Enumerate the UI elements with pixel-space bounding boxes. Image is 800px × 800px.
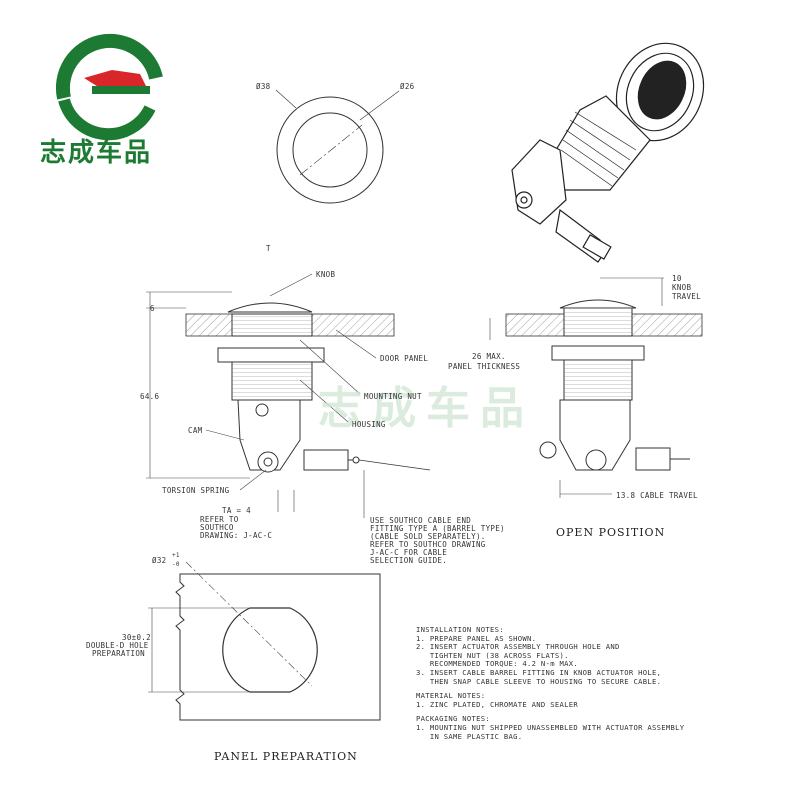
ta-line2: REFER TO <box>200 515 239 524</box>
mounting-nut-label: MOUNTING NUT <box>364 392 422 401</box>
cam-label: CAM <box>188 426 203 435</box>
dim-top-label: 6 <box>150 304 155 313</box>
open-position-view <box>505 277 703 498</box>
housing-label: HOUSING <box>352 420 386 429</box>
installation-note-1: 1. PREPARE PANEL AS SHOWN. <box>416 633 537 643</box>
panel-dia-label: Ø32 <box>152 556 167 565</box>
inner-diameter-label: Ø26 <box>400 82 415 91</box>
cable-note-line5: J-AC-C FOR CABLE <box>370 548 448 557</box>
panel-preparation-view <box>148 561 381 721</box>
knob-3d-illustration <box>511 42 705 263</box>
material-notes-title: MATERIAL NOTES: <box>416 691 486 701</box>
installation-note-3b: THEN SNAP CABLE SLEEVE TO HOUSING TO SEC… <box>416 676 662 686</box>
material-note-1: 1. ZINC PLATED, CHROMATE AND SEALER <box>416 699 578 709</box>
installation-note-2: 2. INSERT ACTUATOR ASSEMBLY THROUGH HOLE… <box>416 642 620 652</box>
installation-note-2b: TIGHTEN NUT (38 ACROSS FLATS). <box>416 650 569 660</box>
cable-note-line2: FITTING TYPE A (BARREL TYPE) <box>370 524 505 533</box>
cable-note-line3: (CABLE SOLD SEPARATELY). <box>370 532 486 541</box>
packaging-notes-title: PACKAGING NOTES: <box>416 714 491 724</box>
packaging-note-1b: IN SAME PLASTIC BAG. <box>416 731 523 741</box>
panel-thickness-line2: PANEL THICKNESS <box>448 362 521 371</box>
door-panel-label: DOOR PANEL <box>380 354 429 363</box>
hole-line2: DOUBLE-D HOLE <box>86 641 149 650</box>
side-view <box>146 273 491 518</box>
knob-label: KNOB <box>316 270 336 279</box>
ta-line3: SOUTHCO <box>200 523 234 532</box>
packaging-note-1: 1. MOUNTING NUT SHIPPED UNASSEMBLED WITH… <box>416 722 685 732</box>
hole-line3: PREPARATION <box>92 649 145 658</box>
hole-line1: 30±0.2 <box>122 633 151 642</box>
knob-travel-line1: 10 <box>672 274 682 283</box>
ta-line4: DRAWING: J-AC-C <box>200 531 273 540</box>
panel-thickness-line1: 26 MAX. <box>472 352 506 361</box>
panel-tol-plus: +1 <box>172 552 180 559</box>
notes-block: INSTALLATION NOTES: 1. PREPARE PANEL AS … <box>416 625 685 741</box>
brand-logo <box>55 33 163 141</box>
height-label: 64.6 <box>140 392 160 401</box>
installation-note-2c: RECOMMENDED TORQUE: 4.2 N-m MAX. <box>416 659 578 669</box>
cable-note-line4: REFER TO SOUTHCO DRAWING <box>370 540 486 549</box>
knob-travel-line2: KNOB <box>672 283 692 292</box>
brand-logo-text: 志成车品 <box>40 138 153 168</box>
top-view <box>275 89 400 204</box>
panel-preparation-caption: PANEL PREPARATION <box>214 750 358 763</box>
panel-tol-minus: -0 <box>172 561 180 568</box>
cable-travel-label: 13.8 CABLE TRAVEL <box>616 491 698 500</box>
watermark-text: 志成车品 <box>318 383 534 434</box>
cable-note-line6: SELECTION GUIDE. <box>370 556 448 565</box>
ta-line1: TA = 4 <box>222 506 251 515</box>
torsion-spring-label: TORSION SPRING <box>162 486 230 495</box>
knob-travel-line3: TRAVEL <box>672 292 701 301</box>
view-mark: T <box>266 244 271 253</box>
installation-note-3: 3. INSERT CABLE BARREL FITTING IN KNOB A… <box>416 667 662 677</box>
open-position-caption: OPEN POSITION <box>556 526 666 539</box>
cable-note-line1: USE SOUTHCO CABLE END <box>370 516 472 525</box>
outer-diameter-label: Ø38 <box>256 82 271 91</box>
installation-notes-title: INSTALLATION NOTES: <box>416 625 504 634</box>
